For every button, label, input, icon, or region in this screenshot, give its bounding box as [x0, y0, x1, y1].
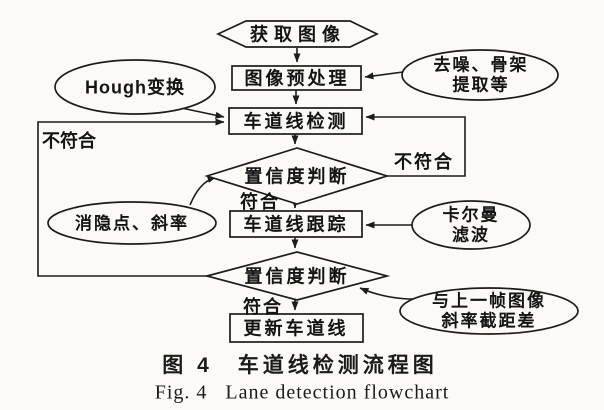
confidence-check-2-label: 置信度判断: [244, 266, 350, 287]
prev-frame-ellipse: [399, 287, 579, 335]
edge-vanishing-to-confidence1: [189, 176, 217, 206]
vanishing-slope-ellipse: [47, 201, 217, 245]
fail-label-left: 不符合: [42, 131, 96, 151]
pass-label-1: 符合: [240, 192, 280, 212]
confidence2-diamond: [203, 251, 391, 301]
kalman-ellipse: [411, 200, 531, 250]
confidence1-diamond: [204, 147, 390, 205]
lane-detection-rect: [228, 107, 363, 135]
lane-tracking-label: 车道线跟踪: [243, 214, 349, 235]
lane-detection-label: 车道线检测: [243, 111, 349, 132]
acquire-image-label: 获取图像: [250, 24, 346, 45]
edge-fail-left-loop: [37, 118, 225, 277]
figure-caption-en: Fig. 4 Lane detection flowchart: [154, 381, 450, 404]
preprocess-rect: [231, 65, 362, 91]
figure-caption-zh: 图 4 车道线检测流程图: [162, 354, 438, 377]
kalman-filter-label: 卡尔曼 滤波: [442, 205, 500, 244]
vanishing-point-slope-label: 消隐点、斜率: [75, 214, 189, 234]
lane-tracking-rect: [229, 210, 363, 238]
hough-transform-label: Hough变换: [85, 77, 185, 98]
edge-denoise-to-preprocess: [364, 71, 404, 80]
prev-frame-diff-label: 与上一帧图像 斜率截距差: [432, 291, 546, 330]
fail-label-right: 不符合: [394, 152, 454, 172]
hough-ellipse: [54, 59, 216, 115]
denoise-ellipse: [401, 49, 559, 101]
pass-label-2: 符合: [243, 297, 283, 317]
edge-fail-right-loop: [365, 113, 466, 177]
denoise-skeleton-label: 去噪、骨架 提取等: [433, 55, 529, 94]
update-lane-rect: [229, 313, 364, 343]
preprocess-label: 图像预处理: [244, 68, 350, 89]
confidence-check-1-label: 置信度判断: [244, 166, 350, 187]
update-lane-label: 更新车道线: [243, 318, 349, 339]
acquire-image-hexagon: [215, 20, 379, 48]
